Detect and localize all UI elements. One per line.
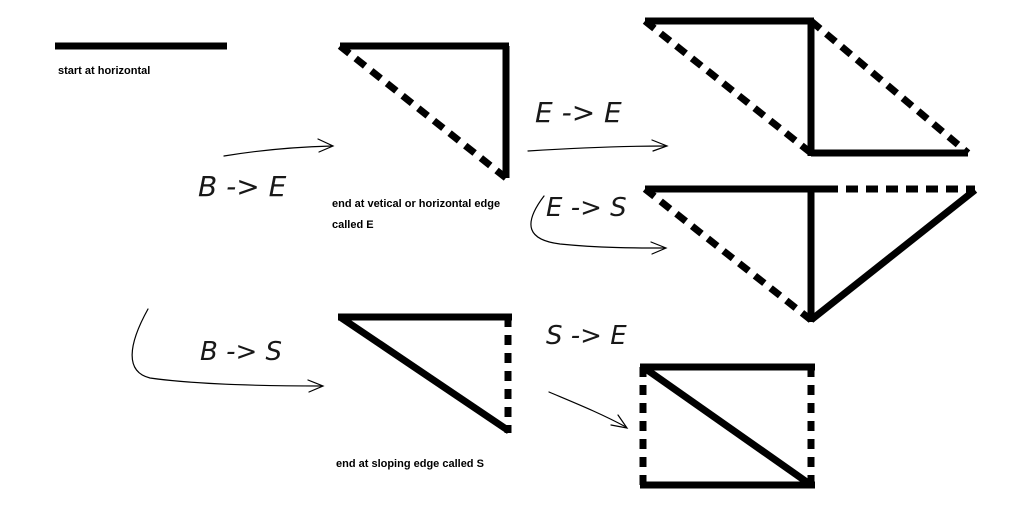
label-end-edge-line1: end at vetical or horizontal edge	[332, 198, 501, 210]
arrow-e-to-s	[530, 195, 668, 255]
arrow-s-to-e	[548, 391, 629, 429]
transition-label-e-to-e: E -> E	[535, 96, 622, 129]
label-end-edge-line2: called E	[332, 219, 374, 231]
arrow-b-to-e	[223, 138, 335, 157]
triangle-end-edge-e	[337, 42, 510, 181]
shape-e-to-s	[642, 185, 978, 323]
triangle-end-sloping-s	[338, 313, 512, 434]
se-diagonal	[640, 364, 814, 488]
triangle-s-sloping-edge	[338, 314, 511, 434]
transition-label-s-to-e: S -> E	[546, 321, 627, 351]
shape-e-to-e	[642, 17, 971, 157]
shape-s-to-e	[639, 363, 815, 489]
transition-label-b-to-e: B -> E	[198, 170, 287, 203]
ee-left-sloping-dashed	[642, 18, 814, 156]
label-start-horizontal: start at horizontal	[58, 65, 151, 77]
transition-label-b-to-s: B -> S	[200, 337, 283, 367]
es-left-sloping-dashed	[642, 186, 814, 323]
label-end-sloping: end at sloping edge called S	[336, 458, 484, 470]
transition-label-e-to-s: E -> S	[546, 193, 627, 223]
arrow-b-to-s	[131, 308, 325, 393]
ee-right-sloping-dashed	[808, 18, 971, 156]
triangle-e-sloping-dashed	[337, 43, 509, 181]
es-right-sloping-edge	[808, 187, 978, 323]
arrow-e-to-e	[527, 139, 669, 152]
